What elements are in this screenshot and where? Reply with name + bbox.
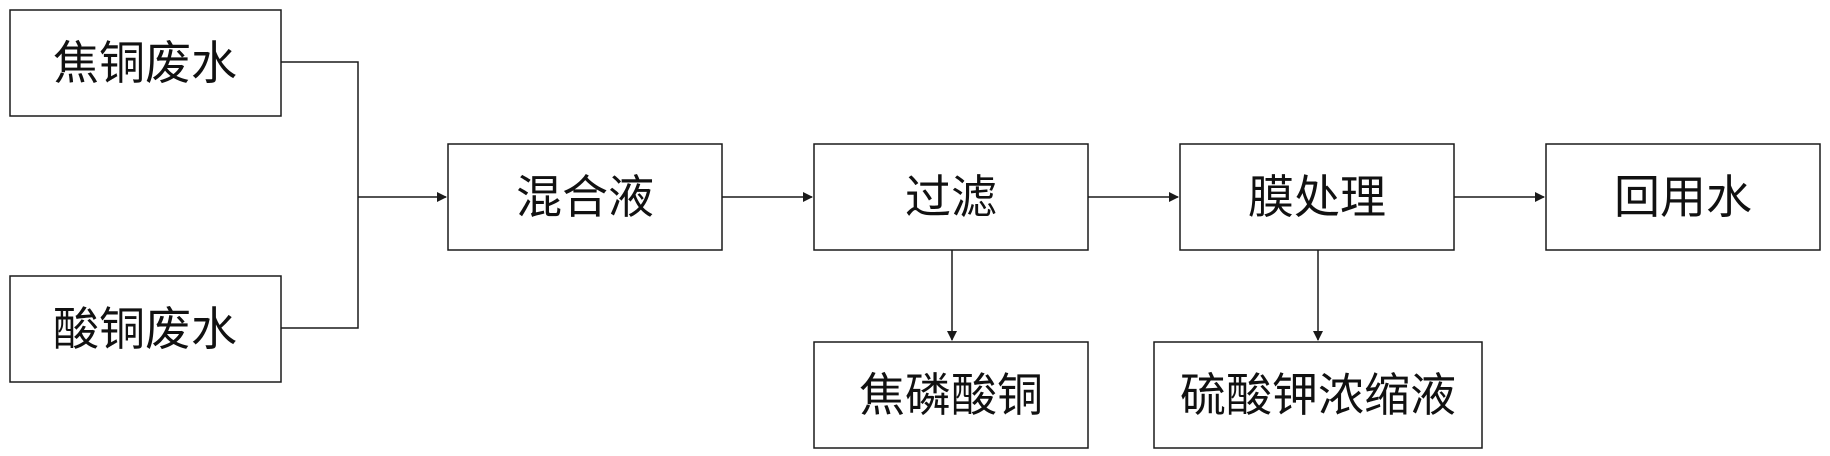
node-label: 混合液 bbox=[516, 170, 654, 224]
node-acid-copper-wastewater: 酸铜废水 bbox=[9, 275, 282, 383]
node-label: 过滤 bbox=[905, 170, 997, 224]
node-label: 硫酸钾浓缩液 bbox=[1180, 368, 1456, 422]
node-label: 膜处理 bbox=[1248, 170, 1386, 224]
node-pyro-copper-wastewater: 焦铜废水 bbox=[9, 9, 282, 117]
node-copper-pyrophosphate: 焦磷酸铜 bbox=[813, 341, 1089, 449]
node-reuse-water: 回用水 bbox=[1545, 143, 1821, 251]
node-potassium-sulfate-concentrate: 硫酸钾浓缩液 bbox=[1153, 341, 1483, 449]
node-label: 焦磷酸铜 bbox=[859, 368, 1043, 422]
node-mixed-liquid: 混合液 bbox=[447, 143, 723, 251]
node-filtration: 过滤 bbox=[813, 143, 1089, 251]
node-label: 酸铜废水 bbox=[53, 302, 237, 356]
edge-pyro-copper-wastewater-to-mixed-liquid bbox=[281, 61, 359, 197]
node-label: 焦铜废水 bbox=[53, 36, 237, 90]
node-label: 回用水 bbox=[1614, 170, 1752, 224]
node-membrane-treatment: 膜处理 bbox=[1179, 143, 1455, 251]
edge-acid-copper-wastewater-to-mixed-liquid bbox=[281, 197, 359, 329]
